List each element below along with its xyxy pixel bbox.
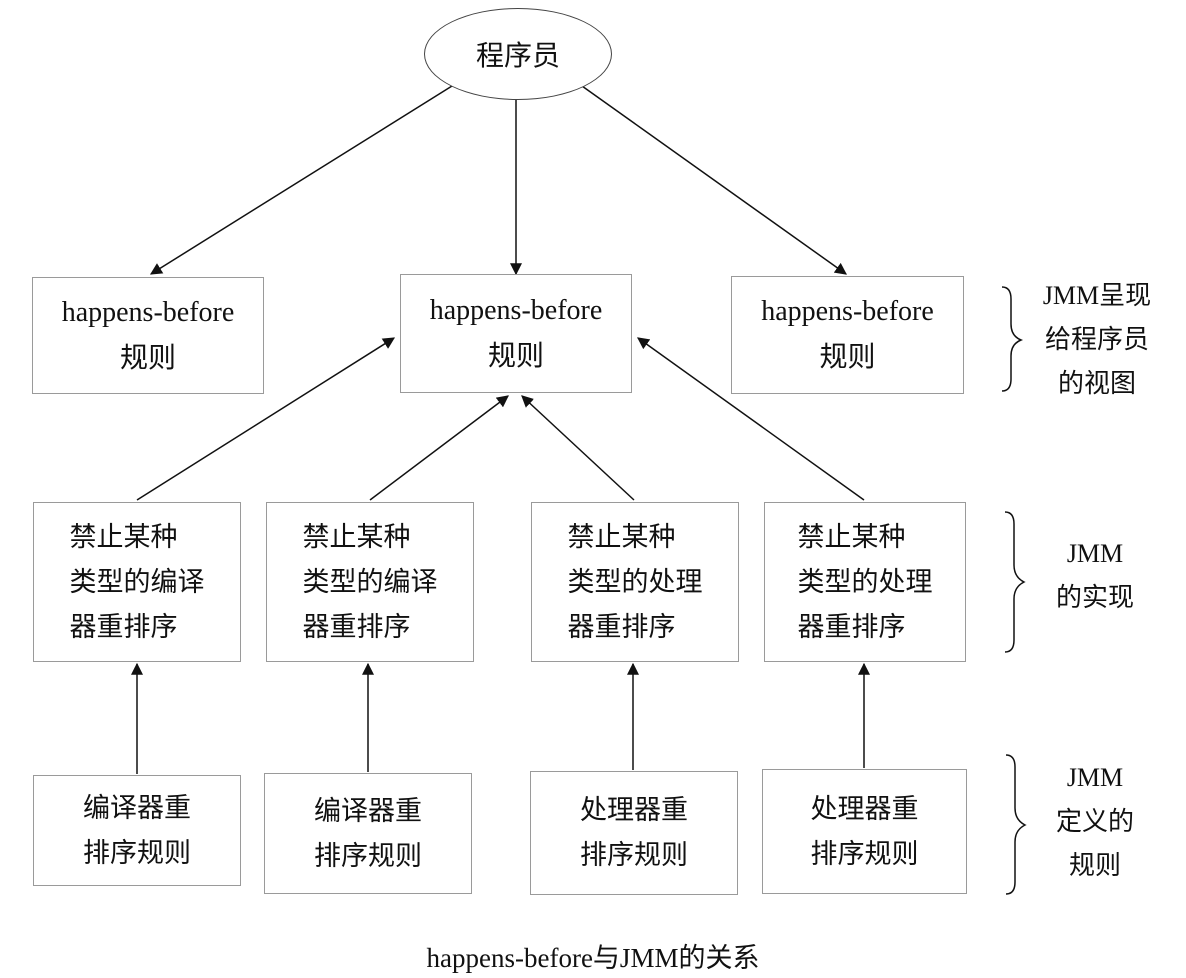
arrow-impl3-to-rule — [521, 395, 635, 501]
hb-rule-label: happens-before 规则 — [62, 290, 235, 382]
hb-rule-line2: 规则 — [819, 342, 876, 373]
jmm-rule-label: 处理器重 排序规则 — [580, 795, 688, 871]
programmer-label: 程序员 — [475, 39, 560, 72]
side-label-impl: JMM 的实现 — [1055, 539, 1134, 612]
impl-label: 禁止某种 类型的处理 器重排序 — [797, 521, 933, 643]
hb-rule-label: happens-before 规则 — [761, 289, 934, 381]
impl-box-2: 禁止某种 类型的编译 器重排序 — [266, 502, 474, 662]
impl-box-1: 禁止某种 类型的编译 器重排序 — [33, 502, 241, 662]
hb-rule-box-right: happens-before 规则 — [731, 276, 964, 394]
hb-rule-label: happens-before 规则 — [430, 288, 603, 380]
impl-box-3: 禁止某种 类型的处理 器重排序 — [531, 502, 739, 662]
arrow-impl1-to-rule — [136, 337, 396, 501]
hb-rule-box-center: happens-before 规则 — [400, 274, 632, 393]
hb-rule-line2: 规则 — [119, 342, 176, 374]
jmm-rule-box-2: 编译器重 排序规则 — [264, 773, 472, 894]
arrow-programmer-to-rule-right — [581, 85, 847, 275]
arrow-programmer-to-rule-left — [149, 85, 453, 275]
arrow-impl4-to-rule — [637, 337, 865, 501]
side-label-view: JMM呈现 给程序员 的视图 — [1042, 281, 1152, 398]
brace-view — [1001, 286, 1024, 392]
impl-label: 禁止某种 类型的编译 器重排序 — [302, 521, 438, 643]
hb-rule-line2: 规则 — [487, 340, 544, 372]
hb-rule-line1: happens-before — [761, 296, 934, 327]
impl-box-4: 禁止某种 类型的处理 器重排序 — [764, 502, 966, 662]
jmm-rule-label: 编译器重 排序规则 — [83, 792, 191, 869]
impl-label: 禁止某种 类型的编译 器重排序 — [69, 521, 205, 643]
brace-rules — [1005, 754, 1027, 895]
jmm-rule-box-4: 处理器重 排序规则 — [762, 769, 967, 894]
jmm-rule-label: 处理器重 排序规则 — [810, 793, 919, 870]
brace-impl — [1004, 511, 1026, 653]
jmm-rule-box-3: 处理器重 排序规则 — [530, 771, 738, 895]
jmm-rule-label: 编译器重 排序规则 — [314, 795, 422, 872]
side-label-rules: JMM 定义的 规则 — [1055, 763, 1134, 880]
arrow-impl2-to-rule — [369, 395, 509, 501]
figure-caption: happens-before与JMM的关系 — [426, 943, 760, 973]
jmm-rule-box-1: 编译器重 排序规则 — [33, 775, 241, 886]
programmer-node: 程序员 — [424, 8, 612, 100]
hb-rule-line1: happens-before — [61, 296, 235, 328]
impl-label: 禁止某种 类型的处理 器重排序 — [567, 521, 703, 643]
hb-rule-box-left: happens-before 规则 — [32, 277, 264, 394]
hb-rule-line1: happens-before — [429, 294, 603, 326]
